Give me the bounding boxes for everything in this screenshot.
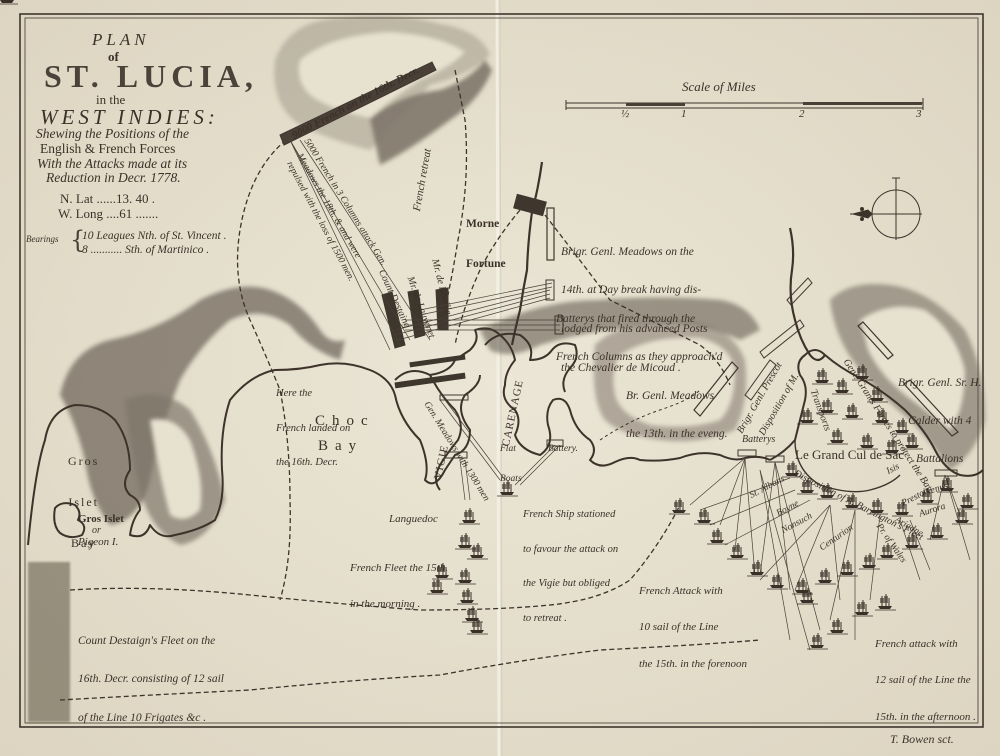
place-pigeon-island: Pigeon I.	[78, 536, 119, 548]
coastline	[27, 327, 984, 546]
engraver-credit: T. Bowen sct.	[890, 732, 954, 746]
french-fleet-west	[28, 562, 70, 722]
note-meadows-14th: Brigr. Genl. Meadows on the 14th. at Day…	[561, 245, 708, 374]
place-morne-fortune: Morne Fortune	[466, 218, 506, 271]
bearings-brace: {	[70, 226, 86, 254]
fold-crease	[495, 0, 501, 756]
ship-languedoc: Languedoc	[389, 513, 438, 525]
subtitle-line-2: English & French Forces	[40, 141, 176, 156]
scale-tick-1: 1	[681, 108, 687, 120]
dashed-upper	[599, 389, 701, 441]
fire-lines	[289, 139, 561, 501]
note-battery: Battery.	[548, 444, 578, 454]
note-destaing-fleet: Count Destaign's Fleet on the 16th. Decr…	[78, 634, 224, 724]
title-in-the: in the	[96, 92, 126, 107]
note-french-attack-10: French Attack with 10 sail of the Line t…	[639, 585, 748, 670]
place-gros-islet-pigeon: Gros Islet	[78, 513, 124, 525]
ships	[0, 0, 18, 5]
bearing-martinico: 8 ........... Sth. of Martinico .	[82, 244, 210, 256]
latitude: N. Lat ......13. 40 .	[60, 191, 155, 206]
scale-tick-half: ½	[621, 108, 630, 120]
place-or: or	[92, 525, 101, 536]
note-batterys: Batterys	[742, 434, 776, 445]
note-meadows-13th: Br. Genl. Meadows the 13th. in the eveng…	[626, 390, 728, 441]
place-choc: Choc	[315, 413, 375, 429]
scale-title: Scale of Miles	[682, 79, 756, 94]
title-of: of	[108, 49, 119, 64]
note-here-landed: Here the French landed on the 16th. Decr…	[276, 388, 351, 469]
place-gros-islet-bay: Gros Islet Bay	[68, 453, 100, 551]
subtitle-line-1: Shewing the Positions of the	[36, 126, 189, 141]
bearing-st-vincent: 10 Leagues Nth. of St. Vincent .	[82, 230, 227, 242]
longitude: W. Long ....61 .......	[58, 206, 159, 221]
compass-rose	[850, 177, 922, 240]
scale-bar	[565, 98, 924, 110]
title-plan: PLAN	[92, 30, 150, 49]
note-french-ship: French Ship stationed to favour the atta…	[523, 509, 619, 625]
scale-tick-2: 2	[799, 108, 805, 120]
rivers	[510, 161, 826, 362]
scale-tick-3: 3	[916, 108, 922, 120]
bearings-label: Bearings	[26, 234, 59, 244]
title-st-lucia: ST. LUCIA,	[44, 58, 258, 94]
terrain-hill-tops	[150, 32, 965, 519]
note-flat-boats: Flat Boats	[500, 443, 522, 484]
note-french-fleet-15th: French Fleet the 15th. in the morning .	[350, 562, 448, 611]
note-calder: Brigr. Genl. Sr. H. Calder with 4 Battal…	[898, 377, 982, 466]
place-bay: Bay	[318, 438, 364, 454]
note-french-attack-12: French attack with 12 sail of the Line t…	[875, 638, 976, 723]
place-grand-cul-de-sac: Le Grand Cul de Sac	[795, 447, 905, 462]
subtitle-line-3: With the Attacks made at its	[37, 156, 188, 171]
note-batterys-fired: Batterys that fired through the French C…	[556, 313, 723, 364]
subtitle-line-4: Reduction in Decr. 1778.	[46, 170, 181, 185]
title-west-indies: WEST INDIES:	[40, 105, 219, 129]
